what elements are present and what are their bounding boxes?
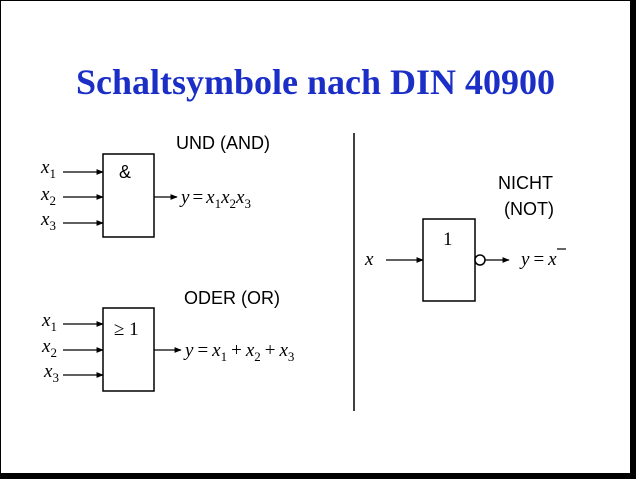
or-gate: ≥ 1 x1 x2 x3 y=x1+x2+x3	[41, 307, 294, 392]
slide-title: Schaltsymbole nach DIN 40900	[75, 62, 556, 102]
and-input-x2: x2	[40, 184, 56, 208]
and-input-x3: x3	[40, 209, 56, 233]
and-gate-symbol: &	[119, 162, 131, 182]
or-input-x3: x3	[43, 361, 59, 385]
or-gate-label: ODER (OR)	[184, 288, 280, 308]
and-gate-label: UND (AND)	[176, 133, 270, 153]
or-input-x1: x1	[41, 310, 57, 334]
not-negation-bubble	[474, 254, 486, 266]
gates-diagram: & x1 x2 x3 y=x1x2x3 ≥ 1 x1 x2 x3 y=x1+x2…	[40, 133, 566, 411]
or-gate-symbol: ≥ 1	[114, 319, 139, 340]
not-output-formula: y=x	[519, 249, 557, 270]
not-gate-symbol: 1	[443, 229, 453, 250]
not-gate-label-line2: (NOT)	[504, 199, 554, 219]
not-gate-label-line1: NICHT	[498, 173, 553, 193]
and-gate: & x1 x2 x3 y=x1x2x3	[40, 153, 251, 238]
not-gate: 1 x y=x	[364, 218, 566, 302]
and-input-x1: x1	[40, 157, 56, 181]
or-input-x2: x2	[41, 336, 57, 360]
or-output-formula: y=x1+x2+x3	[183, 340, 294, 364]
and-output-formula: y=x1x2x3	[179, 187, 251, 211]
not-input-x: x	[364, 249, 374, 270]
